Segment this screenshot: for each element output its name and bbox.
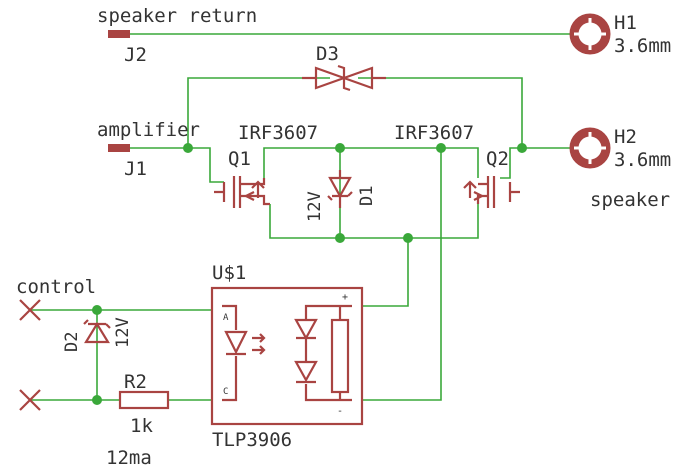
return-terminal-icon: [19, 389, 41, 411]
q1-mosfet: [214, 176, 270, 208]
r2-resistor: [118, 390, 170, 410]
j1-pin: [108, 144, 130, 152]
wire-plus-line: [362, 238, 409, 307]
junctions: [92, 143, 527, 405]
irf-right-label: IRF3607: [394, 122, 474, 144]
junction-dot: [517, 143, 527, 153]
h2-mounting-hole: [569, 127, 611, 169]
r2-label: R2: [124, 371, 147, 393]
amplifier-label: amplifier: [97, 119, 200, 141]
junction-dot: [92, 305, 102, 315]
wire-amplifier-in: [128, 147, 224, 183]
d2-label: D2: [62, 332, 82, 352]
u1-photovoltaic-coupler: [210, 286, 364, 426]
h1-label: H1: [614, 12, 637, 34]
speaker-label: speaker: [590, 189, 670, 211]
q2-label: Q2: [486, 148, 509, 170]
j1-label: J1: [124, 158, 147, 180]
q1-label: Q1: [228, 148, 251, 170]
h2-size-label: 3.6mm: [614, 149, 671, 171]
junction-dot: [92, 395, 102, 405]
pin-a-label: A: [223, 313, 229, 323]
speaker-return-label: speaker return: [97, 5, 257, 27]
wire-q2-drain: [500, 147, 570, 179]
wires: [30, 33, 570, 401]
d2-voltage-label: 12V: [113, 317, 133, 348]
d3-label: D3: [316, 43, 339, 65]
control-terminal-icon: [19, 299, 41, 321]
q2-mosfet: [463, 176, 520, 208]
junction-dot: [436, 143, 446, 153]
d1-label: D1: [357, 186, 377, 206]
control-label: control: [16, 276, 96, 298]
junction-dot: [183, 143, 193, 153]
ic-part-label: TLP3906: [212, 429, 292, 451]
wire-gate-bottom: [269, 204, 479, 239]
d1-voltage-label: 12V: [305, 191, 325, 222]
pin-c-label: C: [223, 387, 228, 397]
pin-minus-label: -: [337, 406, 343, 417]
current-label: 12ma: [106, 447, 152, 469]
pin-plus-label: +: [342, 292, 348, 303]
u1-label: U$1: [212, 262, 246, 284]
j2-label: J2: [124, 44, 147, 66]
d2-zener-diode: [83, 319, 111, 344]
wire-d3-loop: [187, 77, 523, 148]
h2-label: H2: [614, 126, 637, 148]
h1-mounting-hole: [569, 13, 611, 55]
junction-dot: [335, 143, 345, 153]
junction-dot: [335, 233, 345, 243]
junction-dot: [403, 233, 413, 243]
irf-left-label: IRF3607: [238, 122, 318, 144]
r2-value-label: 1k: [130, 415, 153, 437]
wire-gate-top: [263, 147, 479, 178]
j2-pin: [108, 30, 130, 38]
wire-minus-line: [362, 148, 442, 401]
d1-zener-diode: [327, 170, 353, 208]
h1-size-label: 3.6mm: [614, 35, 671, 57]
d3-tvs-diode: [302, 64, 386, 92]
